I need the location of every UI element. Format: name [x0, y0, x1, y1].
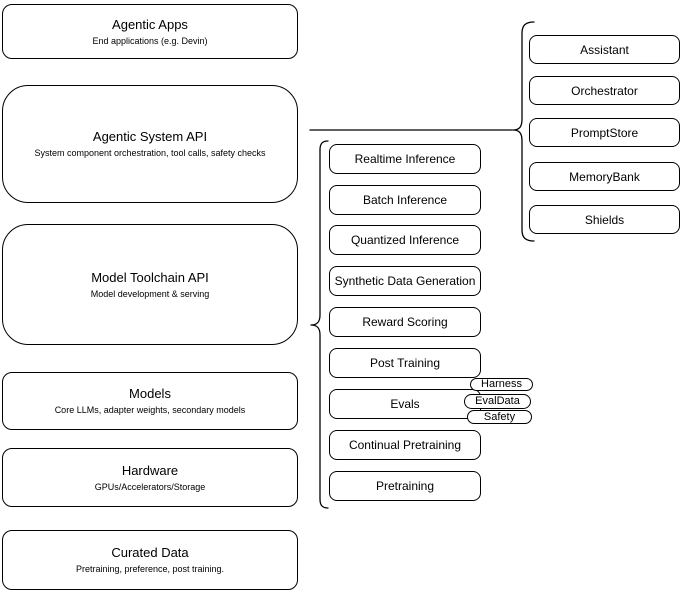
box-post-training: Post Training	[329, 348, 481, 378]
box-reward-scoring: Reward Scoring	[329, 307, 481, 337]
pill-harness: Harness	[470, 378, 533, 391]
box-subtitle: System component orchestration, tool cal…	[34, 148, 266, 158]
box-curated-data: Curated Data Pretraining, preference, po…	[2, 530, 298, 590]
box-title: Models	[129, 386, 171, 401]
box-subtitle: GPUs/Accelerators/Storage	[94, 481, 206, 492]
box-title: Model Toolchain API	[91, 269, 209, 285]
pill-evaldata: EvalData	[464, 394, 531, 409]
box-hardware: Hardware GPUs/Accelerators/Storage	[2, 448, 298, 507]
box-title: Curated Data	[111, 545, 189, 560]
box-subtitle: Core LLMs, adapter weights, secondary mo…	[54, 405, 246, 415]
box-agentic-system-api: Agentic System API System component orch…	[2, 85, 298, 203]
box-promptstore: PromptStore	[529, 118, 680, 147]
box-synthetic-data-generation: Synthetic Data Generation	[329, 266, 481, 296]
box-title: Agentic System API	[92, 129, 208, 144]
box-subtitle: End applications (e.g. Devin)	[92, 35, 208, 46]
box-subtitle: Pretraining, preference, post training.	[75, 564, 225, 574]
box-subtitle: Model development & serving	[90, 288, 210, 299]
box-realtime-inference: Realtime Inference	[329, 144, 481, 174]
box-memorybank: MemoryBank	[529, 162, 680, 191]
box-evals: Evals	[329, 389, 481, 419]
box-title: Hardware	[121, 462, 179, 478]
box-agentic-apps: Agentic Apps End applications (e.g. Devi…	[2, 4, 298, 59]
box-quantized-inference: Quantized Inference	[329, 225, 481, 255]
box-shields: Shields	[529, 205, 680, 234]
box-assistant: Assistant	[529, 35, 680, 64]
box-continual-pretraining: Continual Pretraining	[329, 430, 481, 460]
pill-safety: Safety	[467, 410, 532, 424]
brace-toolchain-group	[310, 140, 329, 509]
box-batch-inference: Batch Inference	[329, 185, 481, 215]
box-title: Agentic Apps	[112, 16, 188, 32]
box-pretraining: Pretraining	[329, 471, 481, 501]
box-models: Models Core LLMs, adapter weights, secon…	[2, 372, 298, 430]
box-model-toolchain-api: Model Toolchain API Model development & …	[2, 224, 298, 345]
box-orchestrator: Orchestrator	[529, 76, 680, 105]
